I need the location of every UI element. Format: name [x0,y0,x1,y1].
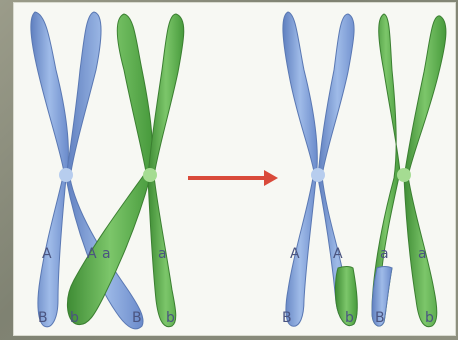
after-green-right-allele-a: a [418,246,427,262]
after-green-chromosome [372,14,446,327]
after-green-chromatid-right [404,16,446,327]
before-green-right-allele-b: b [166,310,175,326]
after-green-left-allele-a: a [380,246,389,262]
before-green-centromere [143,168,157,182]
after-blue-left-allele-B: B [282,310,292,326]
after-green-centromere [397,168,411,182]
before-blue-right-allele-B: B [132,310,142,326]
before-blue-right-allele-A: A [87,246,97,262]
before-blue-left-allele-A: A [42,246,52,262]
before-green-chromatid-left [67,14,152,325]
before-green-right-allele-a: a [158,246,167,262]
before-green-left-allele-b: b [70,310,79,326]
after-blue-chromatid-left [283,12,317,326]
before-green-left-allele-a: a [102,246,111,262]
after-blue-right-allele-b: b [345,310,354,326]
after-blue-centromere [311,168,325,182]
after-blue-chromosome [283,12,357,326]
after-blue-left-allele-A: A [290,246,300,262]
after-blue-right-allele-A: A [333,246,343,262]
right-arrow-icon [188,170,278,186]
before-blue-left-allele-B: B [38,310,48,326]
after-green-left-allele-B: B [375,310,385,326]
after-green-right-allele-b: b [425,310,434,326]
before-blue-centromere [59,168,73,182]
